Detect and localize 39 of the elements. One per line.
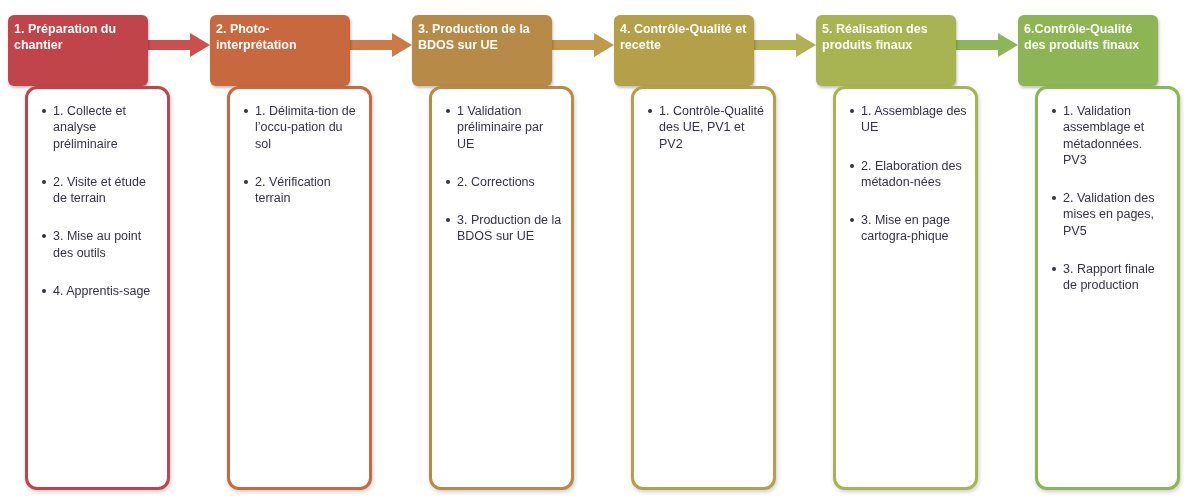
task-list-box <box>227 86 372 490</box>
task-list-box <box>25 86 170 490</box>
task-text: 2. Vérification terrain <box>255 173 332 207</box>
task-text: 1. Délimita-tion de l’occu-pation du sol <box>255 103 357 152</box>
arrow <box>956 33 1018 57</box>
task-text: 1 Validation préliminaire par UE <box>457 103 545 152</box>
task-list-box <box>833 86 978 490</box>
task-text: 2. Validation des mises en pages, PV5 <box>1063 190 1156 239</box>
step-title: 5. Réalisation des produits finaux <box>822 21 929 54</box>
step-title: 2. Photo-interprétation <box>216 21 298 54</box>
step-title: 3. Production de la BDOS sur UE <box>418 21 531 54</box>
task-list-box <box>429 86 574 490</box>
step-title: 6.Contrôle-Qualité des produits finaux <box>1024 21 1141 54</box>
arrow <box>754 33 816 57</box>
arrow <box>148 33 210 57</box>
step-header-box <box>614 15 754 86</box>
task-text: 4. Apprentis-sage <box>53 282 151 299</box>
task-text: 3. Production de la BDOS sur UE <box>457 212 563 245</box>
step-header-box <box>816 15 956 86</box>
step-header-box <box>412 15 552 86</box>
arrow <box>350 33 412 57</box>
task-text: 3. Mise en page cartogra-phique <box>861 212 951 245</box>
task-text: 1. Assemblage des UE <box>861 103 967 136</box>
step-header-box <box>210 15 350 86</box>
step-header-box <box>8 15 148 86</box>
step-header-box <box>1018 15 1158 86</box>
task-list-box <box>1035 86 1180 490</box>
task-text: 1. Collecte et analyse préliminaire <box>53 103 127 152</box>
task-text: 2. Elaboration des métadon-nées <box>861 157 963 190</box>
task-text: 3. Rapport finale de production <box>1063 260 1156 294</box>
task-text: 2. Visite et étude de terrain <box>53 173 147 207</box>
step-title: 4. Contrôle-Qualité et recette <box>620 21 748 54</box>
task-text: 1. Validation assemblage et métadonnées. PV3 <box>1063 103 1146 168</box>
arrow <box>552 33 614 57</box>
task-list-box <box>631 86 776 490</box>
step-title: 1. Préparation du chantier <box>14 21 118 54</box>
task-text: 1. Contrôle-Qualité des UE, PV1 et PV2 <box>659 103 765 152</box>
task-text: 2. Corrections <box>457 173 535 190</box>
task-text: 3. Mise au point des outils <box>53 228 143 261</box>
